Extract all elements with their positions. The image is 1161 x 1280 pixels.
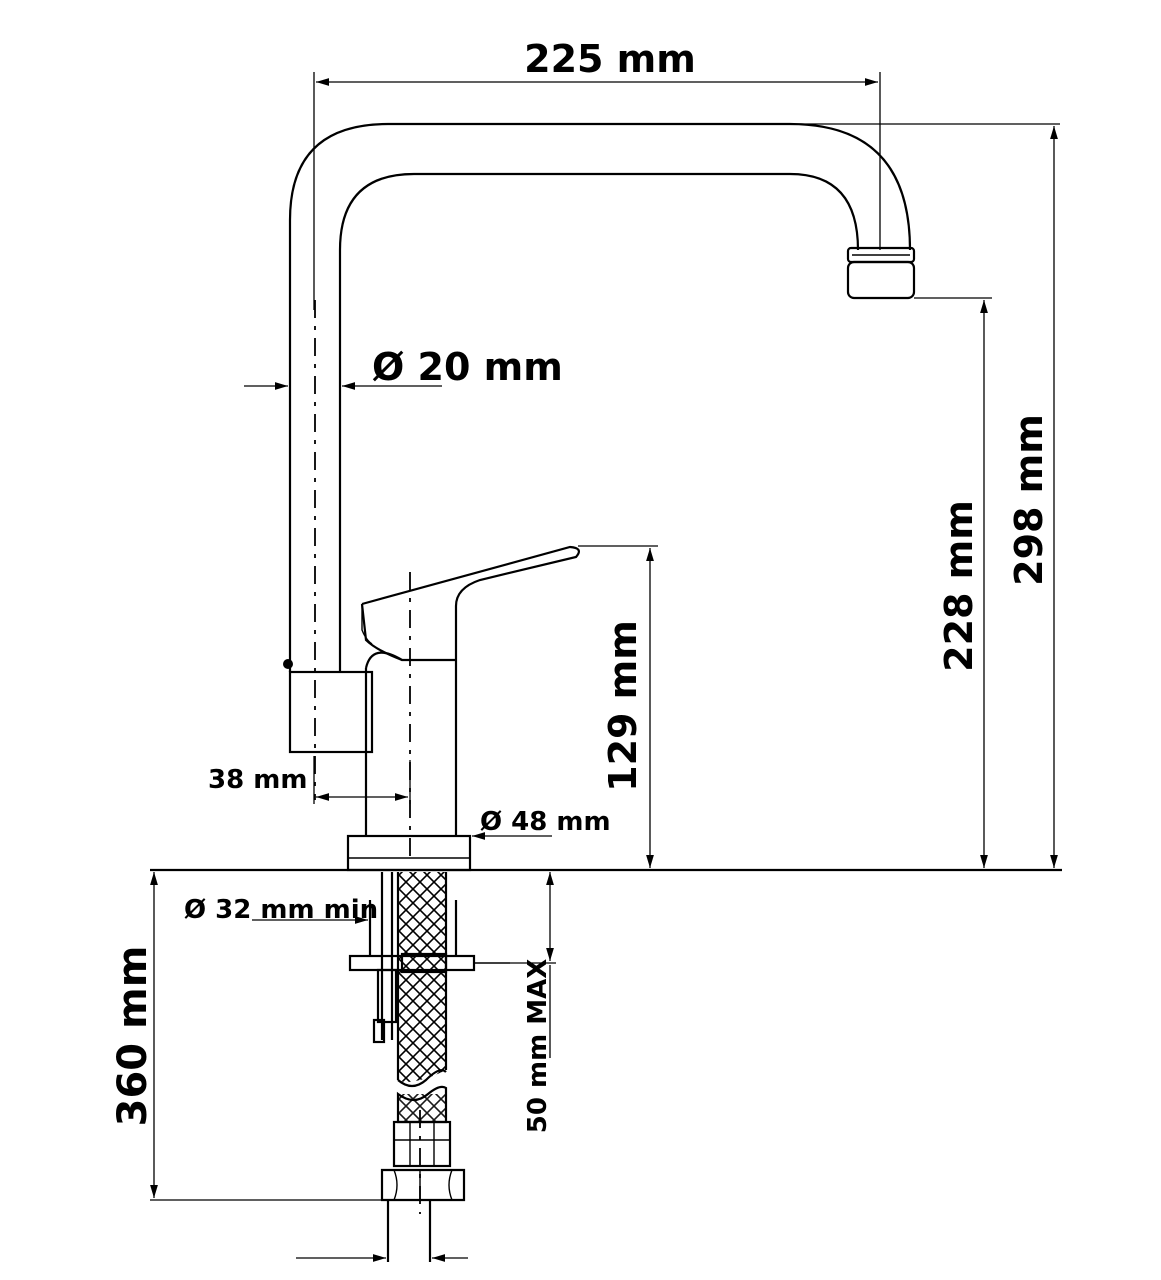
dim-width-225 [313, 72, 881, 310]
dim-handle-height [578, 545, 658, 868]
dim-hose-length [150, 872, 382, 1201]
faucet-body [364, 572, 458, 860]
spout-collar [283, 659, 374, 754]
dim-offset-38 [313, 756, 411, 804]
label-32-min: Ø 32 mm min [184, 895, 378, 925]
hose-fitting [380, 1110, 466, 1262]
flexible-hose [396, 872, 448, 1124]
spout [288, 122, 916, 800]
dim-total-height [794, 123, 1060, 868]
label-129: 129 mm [601, 620, 645, 792]
fixing-clamp [348, 952, 510, 974]
label-38: 38 mm [208, 765, 307, 795]
label-228: 228 mm [937, 500, 981, 672]
label-360: 360 mm [110, 946, 156, 1127]
lever-handle [360, 545, 580, 662]
base-flange [346, 834, 472, 872]
label-298: 298 mm [1007, 414, 1051, 586]
label-50-max: 50 mm MAX [523, 959, 553, 1134]
label-225: 225 mm [524, 37, 696, 81]
label-48: Ø 48 mm [480, 807, 611, 837]
dim-worktop-max [510, 872, 556, 1058]
dim-spout-height [914, 297, 992, 868]
label-pipe-diameter: Ø 20 mm [372, 345, 563, 389]
